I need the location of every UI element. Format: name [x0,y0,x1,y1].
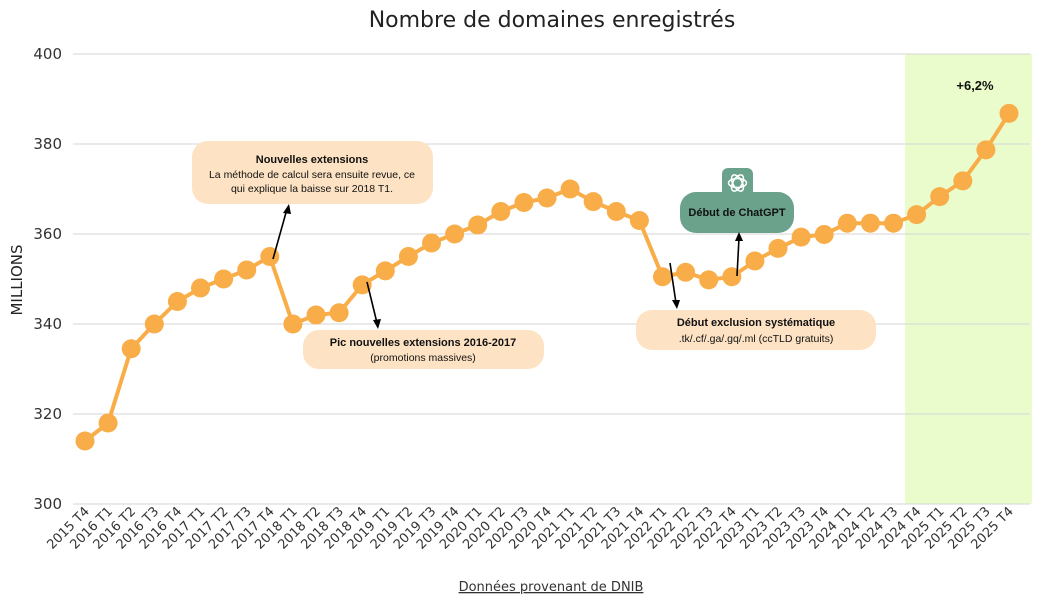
data-point [768,238,788,258]
annotation-box [636,310,876,350]
data-point [75,431,95,451]
data-point [398,247,418,266]
data-point [329,303,349,323]
y-tick-label: 300 [33,495,62,513]
data-point [930,187,950,207]
data-point [745,251,765,271]
annotation-arrow [736,237,740,277]
annotation-box [680,192,794,233]
annotation-arrow [669,262,677,304]
y-tick-label: 360 [33,225,62,243]
annotation-pic-extensions: Pic nouvelles extensions 2016-2017 (prom… [303,281,544,369]
data-point [422,233,441,253]
data-point [999,103,1019,123]
annotation-arrow [366,281,378,324]
chart-title: Nombre de domaines enregistrés [369,8,736,33]
y-tick-label: 320 [33,405,62,423]
data-point [953,171,973,191]
annotation-line: .tk/.cf/.ga/.gq/.ml (ccTLD gratuits) [679,333,834,345]
data-points [75,103,1019,451]
y-tick-label: 380 [33,135,62,153]
data-point [514,193,534,212]
data-point [884,213,903,233]
data-point [560,179,580,199]
data-point [907,205,927,225]
annotation-line: qui explique la baisse sur 2018 T1. [231,183,393,195]
annotation-line: La méthode de calcul sera ensuite revue,… [209,169,415,181]
chatgpt-logo-icon [722,168,753,198]
data-point [144,314,164,334]
chatgpt-knot-icon [727,174,748,192]
growth-label: +6,2% [956,78,994,93]
data-point [837,213,857,233]
data-point [352,275,372,295]
annotation-chatgpt: Début de ChatGPT [680,168,794,277]
data-point [676,262,696,282]
data-point [445,224,465,244]
y-axis-label: MILLIONS [8,244,26,315]
data-point [583,192,603,212]
arrowhead [373,319,381,329]
source-note: Données provenant de DNIB [459,580,644,595]
data-point [121,339,141,359]
annotation-arrow [272,208,288,260]
data-point [468,215,488,235]
annotation-title: Début exclusion systématique [677,317,835,329]
annotation-title: Début de ChatGPT [688,207,785,219]
annotation-box [303,330,544,369]
y-tick-label: 400 [33,45,62,63]
y-axis-ticks: 300 320 340 360 380 400 [33,45,62,513]
data-point [306,305,326,325]
y-tick-label: 340 [33,315,62,333]
data-point [606,202,626,221]
gridlines [73,53,1030,505]
data-point [214,269,234,289]
data-point [237,260,257,280]
data-point [653,267,672,287]
annotation-exclusion-cctld: Début exclusion systématique .tk/.cf/.ga… [636,262,876,350]
annotation-box [192,141,433,204]
data-point [191,278,210,298]
annotation-line: (promotions massives) [370,352,476,364]
data-point [722,267,742,287]
data-point [260,247,280,266]
data-point [860,213,880,233]
data-point [537,188,557,208]
data-point [814,224,834,244]
arrowhead [735,232,743,241]
highlight-2025-band [905,54,1032,504]
data-point [629,211,649,230]
data-point [375,261,395,281]
annotation-title: Pic nouvelles extensions 2016-2017 [330,337,517,349]
data-point [98,413,118,433]
annotation-title: Nouvelles extensions [256,154,369,166]
arrowhead [672,300,680,309]
data-point [976,140,996,160]
data-point [491,202,511,221]
data-point [167,292,187,311]
arrowhead [283,204,291,214]
data-point [791,227,811,247]
data-point [283,314,303,334]
annotation-nouvelles-extensions: Nouvelles extensions La méthode de calcu… [192,141,433,260]
data-point [699,270,719,290]
